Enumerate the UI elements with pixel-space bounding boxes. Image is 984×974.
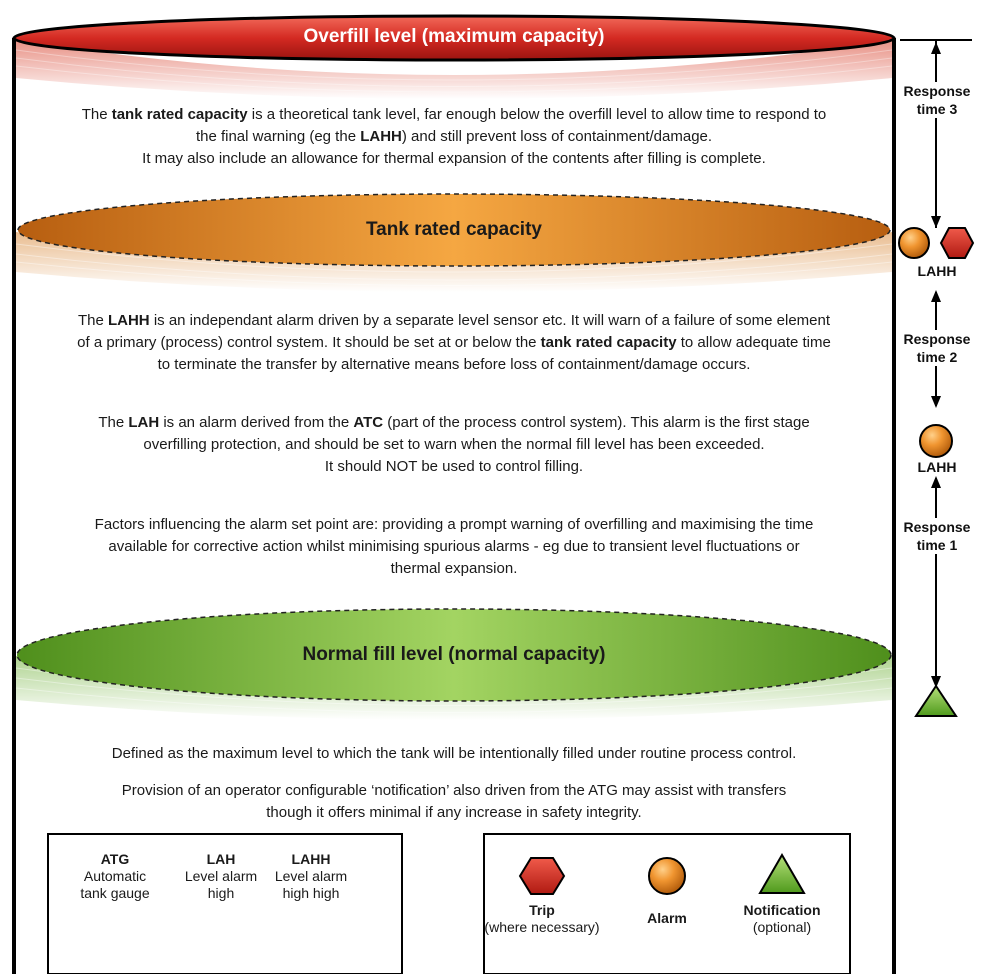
factors-description: Factors influencing the alarm set point … xyxy=(94,516,814,577)
symbol-notification: Notification (optional) xyxy=(743,902,821,935)
normal-description: Defined as the maximum level to which th… xyxy=(111,745,797,762)
rated-description: The tank rated capacity is a theoretical… xyxy=(81,106,827,167)
trip-icon xyxy=(939,227,975,259)
lah-description: The LAH is an alarm derived from the ATC… xyxy=(98,414,810,475)
trip-legend-icon xyxy=(518,857,566,895)
rated-band xyxy=(15,193,893,292)
overfill-title: Overfill level (maximum capacity) xyxy=(303,26,605,47)
rated-title: Tank rated capacity xyxy=(365,219,542,240)
rated-ellipse xyxy=(17,193,891,267)
symbol-trip: Trip (where necessary) xyxy=(484,902,600,935)
notification-description: Provision of an operator configurable ‘n… xyxy=(121,782,787,821)
normal-band xyxy=(15,608,893,720)
lahh-lower-label: LAHH xyxy=(917,459,957,475)
overfill-band xyxy=(12,14,896,99)
normal-title: Normal fill level (normal capacity) xyxy=(302,644,606,665)
symbol-alarm: Alarm xyxy=(647,910,687,926)
normal-ellipse xyxy=(16,608,892,702)
alarm-legend-icon xyxy=(648,857,686,895)
abbreviations-legend-box xyxy=(47,833,403,974)
response-scale xyxy=(900,39,972,688)
abbrev-atg: ATG Automatic tank gauge xyxy=(80,851,150,901)
notification-legend-icon xyxy=(758,853,806,894)
lahh-description: The LAHH is an independant alarm driven … xyxy=(77,312,831,373)
abbrev-lahh: LAHH Level alarm high high xyxy=(274,851,348,901)
alarm-icon xyxy=(898,227,930,259)
abbrev-lah: LAH Level alarm high xyxy=(184,851,258,901)
overfill-ellipse xyxy=(12,14,896,62)
notification-icon xyxy=(914,684,958,717)
alarm-icon xyxy=(919,424,953,458)
lahh-upper-label: LAHH xyxy=(917,263,957,279)
